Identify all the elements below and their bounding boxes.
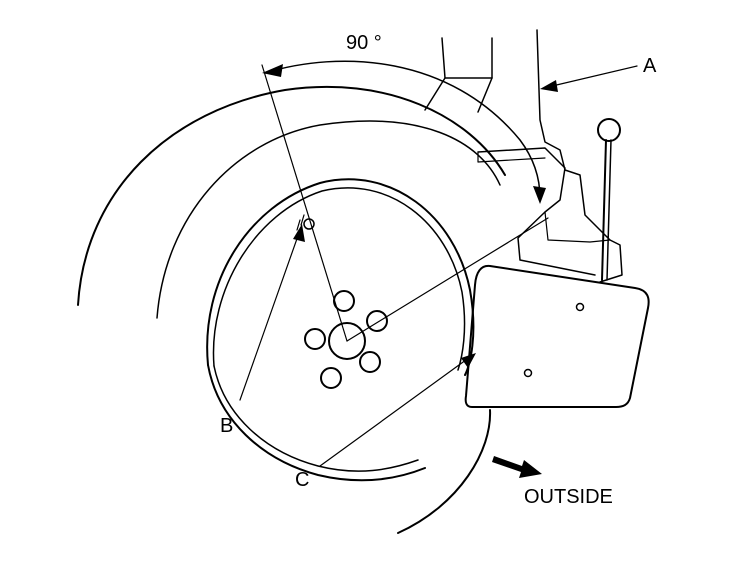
callout-b: B [220,415,233,437]
knuckle-edge [477,151,611,243]
angle-arrowhead-left [262,64,283,77]
tire-outer-arc [77,85,506,306]
lug-nut-right [366,310,388,332]
plate-hole-top [575,302,585,312]
lug-nut-bottom-left [320,367,342,389]
measuring-plate [464,264,650,408]
rim-lower-outer [207,364,426,482]
lug-nut-left [304,328,326,350]
leader-b [239,232,300,401]
leader-b-arrowhead [293,224,305,242]
leader-c [319,356,471,467]
angle-arrowhead-right [533,186,546,204]
valve-stem-base [296,214,305,231]
angle-arc [264,60,541,199]
valve-stem [303,218,315,230]
rim-inner [212,187,466,371]
leader-a-arrowhead [540,80,558,92]
callout-c: C [295,469,309,491]
lug-nut-bottom-right [359,351,381,373]
plate-hole-bottom [523,368,533,378]
direction-label: OUTSIDE [524,486,613,508]
hub-center [328,322,366,360]
reference-line-vertical [261,64,348,342]
callout-a: A [643,55,657,77]
tire-lower-arc [397,409,492,534]
strut-shaft [424,77,493,113]
knuckle-body [536,29,623,283]
rim-lower-inner [213,365,419,472]
knuckle-plate [477,147,596,276]
leader-a [547,65,638,88]
plumb-rod-edge [606,139,612,281]
plumb-ball [597,118,621,142]
rim-outer [206,178,475,376]
reference-line-horizontal [346,217,549,342]
strut-body [441,37,493,79]
angle-label: 90 ° [346,32,382,54]
plumb-rod [601,139,607,281]
lug-nut-top [333,290,355,312]
tire-sidewall-arc [156,120,501,319]
outside-direction-arrow [492,456,542,478]
leader-c-arrowhead [461,353,476,368]
